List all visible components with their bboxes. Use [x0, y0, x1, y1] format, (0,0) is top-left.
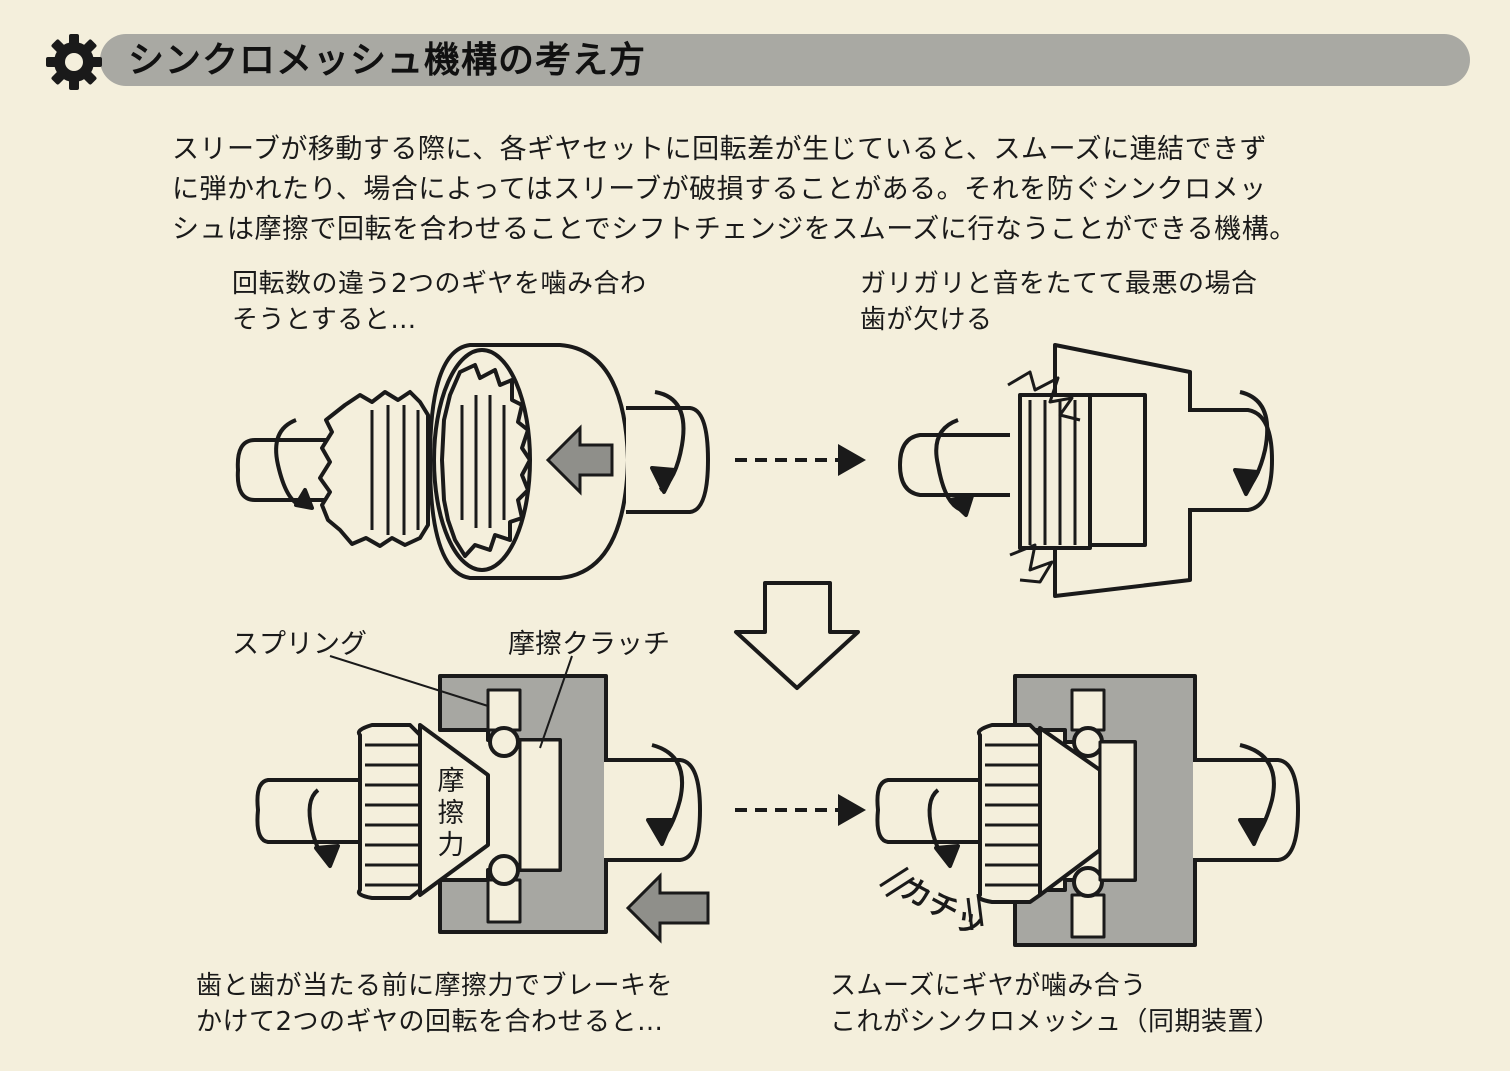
- label-friction-force: 摩 擦 力: [434, 766, 468, 862]
- sound-lines: [879, 866, 984, 931]
- label-friction-clutch: 摩擦クラッチ: [508, 629, 670, 660]
- caption-line: これがシンクロメッシュ（同期装置）: [830, 1007, 1281, 1037]
- caption-bottom-right: スムーズにギヤが噛み合う これがシンクロメッシュ（同期装置）: [830, 968, 1281, 1040]
- label-char: 摩: [437, 766, 465, 797]
- page-title: シンクロメッシュ機構の考え方: [128, 40, 647, 81]
- gears-misaligned: [235, 343, 710, 580]
- intro-line: スリーブが移動する際に、各ギヤセットに回転差が生じていると、スムーズに連結できず: [172, 134, 1268, 165]
- push-arrow-bottom: [625, 872, 710, 944]
- caption-top-right: ガリガリと音をたてて最悪の場合 歯が欠ける: [860, 266, 1258, 338]
- intro-line: に弾かれたり、場合によってはスリーブが破損することがある。それを防ぐシンクロメッ: [172, 174, 1267, 205]
- push-arrow-left: [545, 424, 614, 496]
- caption-line: ガリガリと音をたてて最悪の場合: [860, 269, 1258, 299]
- synchro-engaging: [255, 674, 702, 934]
- label-char: 力: [437, 830, 465, 861]
- label-spring: スプリング: [232, 629, 367, 660]
- caption-bottom-left: 歯と歯が当たる前に摩擦力でブレーキを かけて2つのギヤの回転を合わせると…: [196, 968, 673, 1040]
- caption-line: スムーズにギヤが噛み合う: [830, 971, 1147, 1001]
- caption-line: 回転数の違う2つのギヤを噛み合わ: [232, 269, 647, 299]
- gear-icon: [46, 34, 102, 90]
- intro-line: シュは摩擦で回転を合わせることでシフトチェンジをスムーズに行なうことができる機構…: [172, 214, 1297, 245]
- transition-arrow-down: [734, 581, 860, 690]
- intro-paragraph: スリーブが移動する際に、各ギヤセットに回転差が生じていると、スムーズに連結できず…: [172, 130, 1372, 250]
- caption-line: そうとすると…: [232, 305, 417, 335]
- header-bar: [100, 34, 1470, 86]
- caption-line: 歯が欠ける: [860, 305, 993, 335]
- gears-clashing: [898, 343, 1274, 598]
- label-char: 擦: [437, 798, 465, 829]
- caption-top-left: 回転数の違う2つのギヤを噛み合わ そうとすると…: [232, 266, 647, 338]
- caption-line: 歯と歯が当たる前に摩擦力でブレーキを: [196, 971, 674, 1001]
- caption-line: かけて2つのギヤの回転を合わせると…: [196, 1007, 664, 1037]
- synchro-meshed: [875, 674, 1300, 947]
